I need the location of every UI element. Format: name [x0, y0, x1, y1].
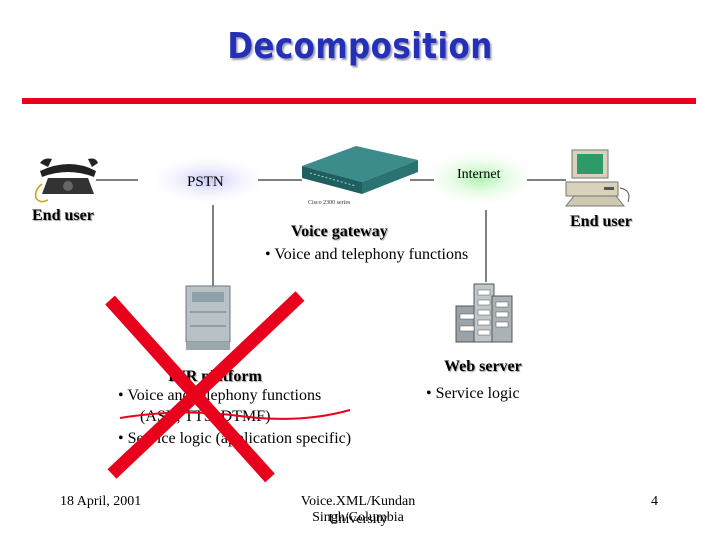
web-server-icon	[455, 283, 513, 343]
ivr-bullet-service: • Service logic (application specific)	[118, 430, 352, 447]
right-end-user-label: End user	[570, 213, 632, 230]
ivr-bullet-voice: • Voice and telephony functions	[118, 387, 322, 404]
pstn-cloud	[146, 154, 270, 206]
voice-gateway-bullet: • Voice and telephony functions	[265, 246, 469, 263]
telephone-icon	[34, 158, 98, 203]
web-server-title: Web server	[444, 358, 522, 375]
computer-icon	[564, 149, 630, 207]
footer-credit-line2: University	[328, 512, 388, 527]
gateway-caption: Cisco 2300 series	[308, 200, 351, 206]
voice-gateway-icon	[302, 146, 418, 194]
web-server-bullet: • Service logic	[426, 385, 520, 402]
title-underline	[22, 98, 696, 104]
internet-label: Internet	[457, 167, 501, 182]
voice-gateway-title: Voice gateway	[291, 223, 388, 240]
ivr-platform-title: IVR platform	[168, 368, 262, 385]
footer-date: 18 April, 2001	[60, 494, 142, 509]
left-end-user-label: End user	[32, 207, 94, 224]
page-number: 4	[651, 494, 658, 509]
connector-lines	[96, 179, 566, 288]
ivr-bullet-asr: (ASR, TTS, DTMF)	[140, 408, 271, 425]
footer-credit-line1: Voice.XML/Kundan Singh/Columbia	[300, 494, 416, 525]
internet-cloud	[420, 148, 540, 208]
slide-title: Decomposition	[227, 26, 493, 67]
ivr-server-icon	[185, 285, 231, 350]
pstn-label: PSTN	[187, 174, 224, 190]
